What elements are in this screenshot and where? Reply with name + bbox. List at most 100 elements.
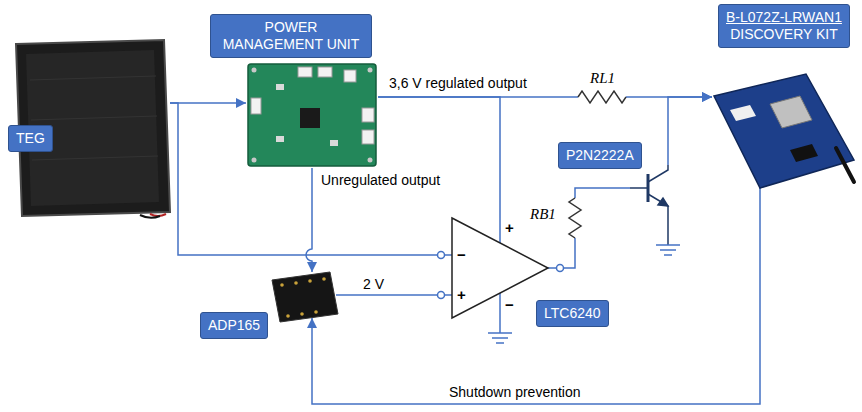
pin-sign: − <box>505 297 514 313</box>
teg-module-part <box>31 116 157 120</box>
power-management-board-part <box>298 67 312 77</box>
power-management-board-part <box>330 140 338 146</box>
wire <box>306 168 312 272</box>
opamp-symbol-part <box>452 218 548 318</box>
wire <box>548 188 630 268</box>
resistor-label: RB1 <box>530 206 556 222</box>
transistor-symbol-part <box>648 194 668 245</box>
teg-module-part <box>32 156 158 160</box>
wire-label: Shutdown prevention <box>448 384 582 400</box>
ground-symbol-part <box>664 254 672 256</box>
ground-symbol-part <box>492 337 508 339</box>
transistor-symbol-part <box>648 165 668 182</box>
component: POWER MANAGEMENT UNIT <box>246 62 378 168</box>
adp165-chip-part <box>280 283 284 287</box>
ground-symbol-part <box>496 342 504 344</box>
power-management-board-part <box>368 158 373 163</box>
label-box: TEG <box>8 125 53 152</box>
ground-symbol <box>656 245 680 255</box>
component-label: P2N2222A <box>566 147 634 164</box>
resistor-symbol-part <box>567 198 583 238</box>
power-management-board-part <box>300 108 320 128</box>
wire <box>170 103 452 255</box>
transistor-symbol-part <box>658 198 668 206</box>
adp165-chip-part <box>300 312 304 316</box>
power-management-board-part <box>344 70 356 82</box>
power-management-board-part <box>252 68 257 73</box>
ground-symbol <box>488 333 512 343</box>
resistor-label: RL1 <box>590 70 615 86</box>
label-box: B-L072Z-LRWAN1DISCOVERY KIT <box>718 4 850 48</box>
adp165-chip-part <box>294 281 298 285</box>
discovery-kit-board-part <box>770 96 812 128</box>
power-management-board-part <box>362 108 374 122</box>
label-box: LTC6240 <box>536 300 609 327</box>
wire <box>336 294 452 296</box>
component: B-L072Z-LRWAN1DISCOVERY KIT <box>712 72 856 188</box>
transistor-symbol-part <box>630 187 648 189</box>
component-label: LTC6240 <box>544 305 601 322</box>
power-management-board-part <box>362 130 374 144</box>
resistor-symbol-part <box>569 198 581 238</box>
discovery-kit-board-part <box>790 144 818 162</box>
power-management-board-part <box>318 67 332 77</box>
ground-symbol-part <box>660 249 676 251</box>
pin-sign: + <box>457 287 466 303</box>
transistor-symbol <box>630 165 668 245</box>
power-management-board-part <box>368 68 373 73</box>
component-label: ADP165 <box>208 317 260 334</box>
wire <box>668 97 712 165</box>
component: P2N2222A <box>630 165 690 215</box>
adp165-chip-part <box>272 272 338 322</box>
opamp-symbol-part <box>438 292 445 299</box>
component-label: POWER MANAGEMENT UNIT <box>218 19 364 53</box>
resistor-symbol-part <box>578 89 626 105</box>
adp165-chip-part <box>322 277 326 281</box>
power-management-board-part <box>276 136 284 142</box>
power-management-board-part <box>248 64 376 166</box>
label-box: POWER MANAGEMENT UNIT <box>210 14 372 58</box>
pin-sign: − <box>457 247 466 263</box>
ground-symbol-part <box>488 332 512 334</box>
resistor-symbol <box>567 198 583 238</box>
wire-label: 3,6 V regulated output <box>388 75 528 91</box>
wire <box>312 188 760 404</box>
wire-label: 2 V <box>362 276 385 292</box>
power-management-board <box>248 64 376 166</box>
label-box: P2N2222A <box>558 142 642 169</box>
wire-label: Unregulated output <box>320 172 441 188</box>
opamp-symbol-part <box>499 293 501 333</box>
adp165-chip-part <box>286 314 290 318</box>
power-management-board-part <box>251 98 261 114</box>
wire <box>170 102 246 104</box>
pin-sign: + <box>505 220 514 236</box>
component: TEG <box>14 40 170 216</box>
component-label: DISCOVERY KIT <box>726 26 842 43</box>
power-management-board-part <box>252 158 257 163</box>
adp165-chip-part <box>308 279 312 283</box>
adp165-chip <box>272 272 338 322</box>
discovery-kit-board-part <box>836 148 854 182</box>
adp165-chip-part <box>314 310 318 314</box>
component-label: B-L072Z-LRWAN1 <box>726 9 842 26</box>
wire <box>378 97 500 218</box>
label-box: ADP165 <box>200 312 268 339</box>
power-management-board-part <box>276 84 284 90</box>
discovery-kit-board <box>714 74 854 188</box>
ground-symbol-part <box>656 244 680 246</box>
transistor-symbol-part <box>647 174 650 202</box>
teg-module-part <box>30 76 156 80</box>
discovery-kit-board-part <box>714 74 854 188</box>
resistor-symbol <box>578 89 626 105</box>
component-label: TEG <box>16 130 45 147</box>
resistor-symbol-part <box>578 91 626 103</box>
teg-module-part <box>140 215 160 218</box>
opamp-symbol-part <box>499 218 501 243</box>
component: LTC6240 <box>452 218 548 318</box>
opamp-symbol-part <box>438 252 445 259</box>
discovery-kit-board-part <box>730 105 756 121</box>
opamp-symbol-part <box>557 265 564 272</box>
component: ADP165 <box>266 272 340 322</box>
